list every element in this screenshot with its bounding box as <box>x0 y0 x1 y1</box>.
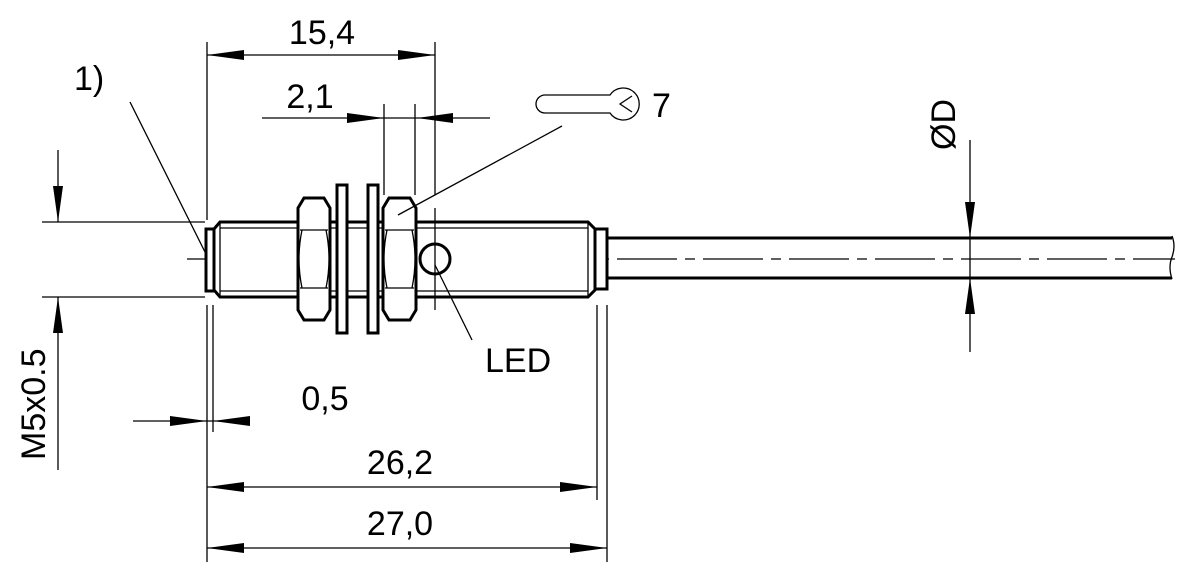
dim-27-0: 27,0 <box>367 505 433 543</box>
led-leader <box>434 264 473 341</box>
dim-0-5: 0,5 <box>301 380 348 418</box>
nut <box>381 196 418 322</box>
thread-label: M5x0.5 <box>15 349 53 461</box>
note-leader <box>129 101 206 253</box>
dimension-body-length <box>207 482 597 492</box>
wrench-icon <box>535 87 640 121</box>
wrench-leader <box>397 125 563 216</box>
diameter-label: ØD <box>925 99 963 150</box>
dimension-diameter <box>965 140 975 352</box>
dimension-nut-span <box>206 42 436 220</box>
dimension-total-length <box>207 543 607 553</box>
dimension-nut-width <box>262 104 490 195</box>
dimension-thread <box>42 150 205 470</box>
nut <box>296 196 332 322</box>
dim-26-2: 26,2 <box>367 444 433 482</box>
dim-15-4: 15,4 <box>289 14 355 52</box>
dim-2-1: 2,1 <box>286 78 333 116</box>
cable <box>607 235 1175 280</box>
washer <box>335 183 349 335</box>
note-marker: 1) <box>74 60 104 98</box>
dimension-tip <box>133 416 250 426</box>
washer <box>366 183 380 335</box>
wrench-size: 7 <box>652 87 671 125</box>
led-label: LED <box>485 342 551 380</box>
